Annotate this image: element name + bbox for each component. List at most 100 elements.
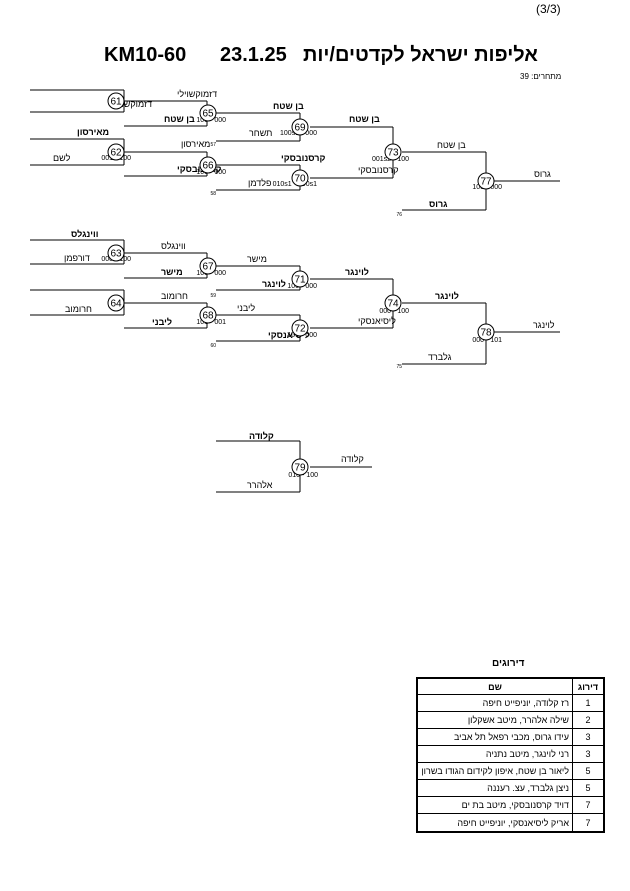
competitor-name: תשחר <box>249 128 272 138</box>
ranking-name: ניצן גלברד, עצ. רעננה <box>416 779 573 797</box>
page-number: (3/3) <box>536 2 561 16</box>
ranking-name: ליאור בן שטח, איפון לקידום הגודו בשרון <box>416 762 573 780</box>
category-code: KM10-60 <box>104 44 187 66</box>
name-column-header: שם <box>416 677 573 695</box>
competitor-name: לוינגר <box>345 267 369 277</box>
competitor-name: בן שטח <box>437 140 466 150</box>
rank-column-header: דירוג <box>572 677 605 695</box>
competitor-name: בן שטח <box>164 114 195 124</box>
competitor-name: ליסיאנסקי <box>358 316 396 326</box>
ranking-place: 1 <box>572 694 605 712</box>
match-number-circle <box>199 104 217 122</box>
competitor-name: קרסנובסקי <box>358 165 399 175</box>
competitor-name: גרוס <box>429 199 448 209</box>
bye-competitor-name: דזמוקשוילי <box>112 99 152 109</box>
match-number-circle <box>107 294 125 312</box>
ranking-place: 3 <box>572 745 605 763</box>
repechage-ref: 60 <box>210 343 216 349</box>
ranking-name: עידו גרוס, מכבי רפאל תל אביב <box>416 728 573 746</box>
bye-competitor-name: מאירסון <box>77 127 109 137</box>
match-number: 67 <box>202 262 214 273</box>
match-number-circle <box>477 323 495 341</box>
bye-competitor-name: חרומוב <box>65 304 92 314</box>
competitor-name: ליבני <box>152 317 172 327</box>
match-score: 101 - 000 <box>472 337 502 344</box>
competitor-name: אלהרר <box>247 480 273 490</box>
competitor-name: קרסנובסקי <box>281 153 325 163</box>
match-number-circle <box>384 294 402 312</box>
ranking-name: שילה אלהרר, מיטב אשקלון <box>416 711 573 729</box>
match-number-circle <box>384 143 402 161</box>
competitor-name: דזמוקשוילי <box>177 89 217 99</box>
competitor-name: גרוס <box>534 169 551 179</box>
match-number: 65 <box>202 109 214 120</box>
competitor-name: קלודה <box>249 431 274 441</box>
competitor-name: בן שטח <box>349 114 380 124</box>
match-number-circle <box>291 458 309 476</box>
repechage-ref: 75 <box>396 364 402 370</box>
match-number-circle <box>291 169 309 187</box>
match-number-circle <box>199 257 217 275</box>
match-number: 71 <box>294 275 306 286</box>
match-number: 73 <box>387 148 399 159</box>
rankings-title: דירוגים <box>492 658 525 669</box>
competitor-name: ליבני <box>237 303 255 313</box>
ranking-place: 7 <box>572 813 605 833</box>
ranking-name: רני לוינגר, מיטב נתניה <box>416 745 573 763</box>
match-number-circle <box>107 244 125 262</box>
bye-competitor-name: דורפמן <box>64 253 90 263</box>
repechage-ref: 58 <box>210 191 216 197</box>
ranking-place: 5 <box>572 762 605 780</box>
competitor-name: ליסיאנסקי <box>268 330 310 340</box>
match-number: 72 <box>294 324 306 335</box>
match-number: 69 <box>294 123 306 134</box>
competitor-name: מישר <box>161 267 183 277</box>
match-number: 62 <box>110 148 122 159</box>
repechage-ref: 57 <box>210 142 216 148</box>
bye-competitor-name: לשם <box>53 153 71 163</box>
match-number-circle <box>107 92 125 110</box>
match-number-circle <box>291 118 309 136</box>
competitor-name: גלברד <box>428 352 452 362</box>
match-number: 63 <box>110 249 122 260</box>
ranking-place: 2 <box>572 711 605 729</box>
ranking-name: אריק ליסיאנסקי, יוניפייט חיפה <box>416 813 573 833</box>
match-number: 78 <box>480 328 492 339</box>
match-number-circle <box>291 270 309 288</box>
repechage-ref: 59 <box>210 293 216 299</box>
ranking-place: 5 <box>572 779 605 797</box>
event-date: 23.1.25 <box>220 44 287 66</box>
competitor-name: ווינגלס <box>161 241 186 251</box>
match-score: 100 - 010 <box>288 472 318 479</box>
match-number: 61 <box>110 97 122 108</box>
competitor-name: בן שטח <box>273 101 304 111</box>
match-number: 68 <box>202 311 214 322</box>
ranking-name: רז קלודה, יוניפייט חיפה <box>416 694 573 712</box>
bye-competitor-name: ווינגלס <box>71 229 98 239</box>
match-number-circle <box>199 156 217 174</box>
competitor-name: קלודה <box>341 454 364 464</box>
ranking-place: 7 <box>572 796 605 814</box>
match-number: 79 <box>294 463 306 474</box>
match-score: 100 - 000 <box>379 308 409 315</box>
ranking-name: דויד קרסנובסקי, מיטב בת ים <box>416 796 573 814</box>
match-number: 77 <box>480 177 492 188</box>
match-number: 66 <box>202 161 214 172</box>
match-number: 70 <box>294 174 306 185</box>
match-number-circle <box>199 306 217 324</box>
competitor-name: לוינגר <box>262 279 286 289</box>
competitor-name: מאירסון <box>181 139 210 149</box>
repechage-ref: 76 <box>396 212 402 218</box>
page-title: אליפות ישראל לקדטים/יות <box>303 44 538 66</box>
competitor-name: לוינגר <box>533 320 555 330</box>
match-number: 74 <box>387 299 399 310</box>
match-number-circle <box>107 143 125 161</box>
match-number-circle <box>477 172 495 190</box>
